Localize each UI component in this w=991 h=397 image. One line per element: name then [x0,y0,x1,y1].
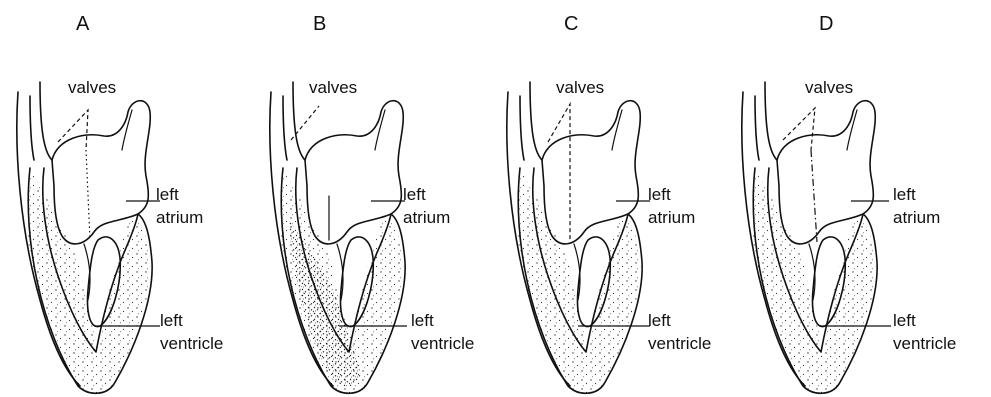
label-valves-c: valves [556,78,604,97]
label-left-ventricle-1-a: left [160,311,183,330]
axis-line-a [86,150,90,240]
valve-marker-c [548,104,570,240]
label-left-ventricle-1-d: left [893,311,916,330]
panel-letter-b: B [313,13,326,35]
label-left-atrium-1-a: left [156,185,179,204]
label-valves-d: valves [805,78,853,97]
heart-drawing-d [742,82,877,393]
label-left-atrium-2-a: atrium [156,208,203,227]
label-left-ventricle-2-b: ventricle [411,334,474,353]
label-left-ventricle-2-a: ventricle [160,334,223,353]
label-left-atrium-2-d: atrium [893,208,940,227]
label-left-ventricle-2-c: ventricle [648,334,711,353]
panel-d: D valves left atrium left ventricle [742,13,956,393]
panel-letter-c: C [564,13,578,35]
label-valves-b: valves [309,78,357,97]
label-left-atrium-1-c: left [648,185,671,204]
label-left-ventricle-2-d: ventricle [893,334,956,353]
label-left-ventricle-1-b: left [411,311,434,330]
label-left-atrium-1-b: left [403,185,426,204]
panel-letter-a: A [76,13,90,35]
panel-a: A valves left atrium left ventricle [17,13,223,393]
heart-drawing-c [507,82,642,393]
label-left-ventricle-1-c: left [648,311,671,330]
label-left-atrium-2-c: atrium [648,208,695,227]
panel-b: B valves left atrium left ventricle [270,13,474,393]
label-left-atrium-1-d: left [893,185,916,204]
panel-c: C valves left atrium left ventricle [507,13,711,393]
heart-drawing-a [17,82,152,393]
label-valves-a: valves [68,78,116,97]
label-left-atrium-2-b: atrium [403,208,450,227]
panel-letter-d: D [819,13,833,35]
axis-line-d [811,150,817,242]
